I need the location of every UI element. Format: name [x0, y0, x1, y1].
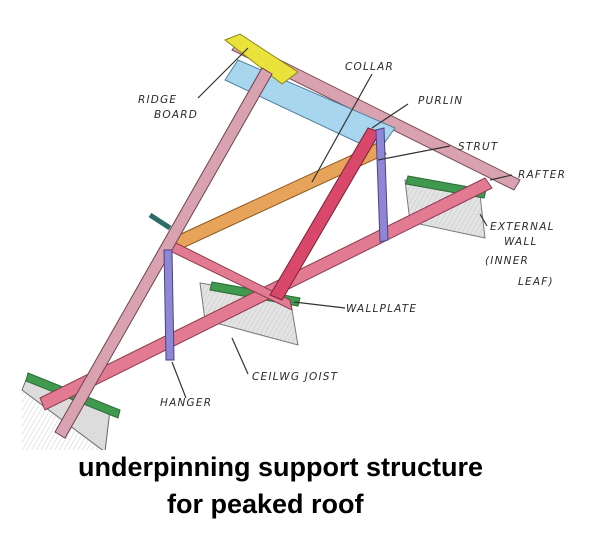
- leader-lines: [171, 47, 513, 399]
- label-ridge-board-line2: BOARD: [154, 109, 198, 121]
- purlin-dark-end: [148, 212, 172, 231]
- rafter-front: [54, 67, 273, 439]
- label-collar: COLLAR: [345, 61, 394, 73]
- label-rafter: RAFTER: [518, 169, 566, 181]
- caption-line1: underpinning support structure: [78, 452, 483, 482]
- caption-line2: for peaked roof: [167, 489, 364, 519]
- hanger-left: [163, 249, 175, 361]
- label-external-wall-line3: (INNER: [485, 255, 529, 267]
- label-strut: STRUT: [458, 141, 499, 153]
- label-external-wall-line4: LEAF): [518, 276, 554, 288]
- label-purlin: PURLIN: [418, 95, 463, 107]
- label-ridge-board-line1: RIDGE: [138, 94, 177, 106]
- label-wallplate: WALLPLATE: [346, 303, 417, 315]
- roof-structure-illustration: RIDGE BOARD COLLAR PURLIN STRUT RAFTER E…: [21, 33, 566, 450]
- strut-brace: [269, 127, 381, 301]
- label-hanger: HANGER: [160, 397, 212, 409]
- label-external-wall-line2: WALL: [504, 236, 538, 248]
- hanger-right: [375, 127, 389, 243]
- label-external-wall-line1: EXTERNAL: [490, 221, 555, 233]
- label-ceiling-joist: CEILWG JOIST: [252, 371, 339, 383]
